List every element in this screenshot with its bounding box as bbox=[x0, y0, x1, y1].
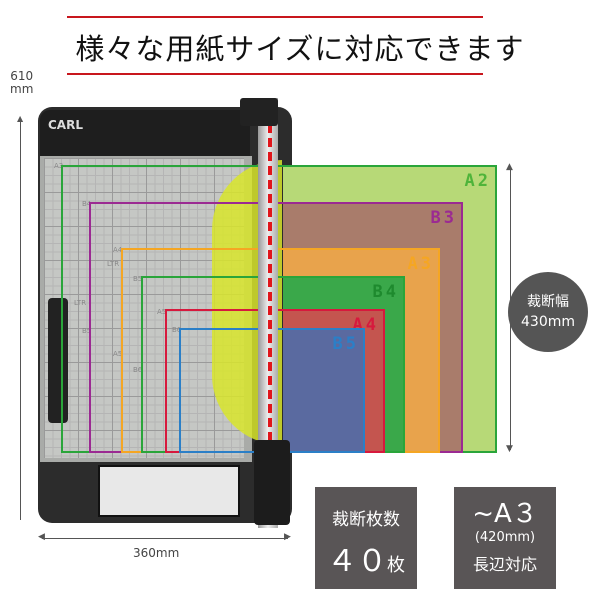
height-value: 610 bbox=[10, 69, 34, 83]
width-dimension: 360mm bbox=[133, 546, 180, 560]
capacity-unit: 枚 bbox=[387, 555, 405, 576]
mark-a4: A4 bbox=[113, 246, 123, 254]
arrow-left-icon: ◀ bbox=[38, 532, 45, 542]
paper-label-b5: B5 bbox=[332, 334, 359, 354]
max-length: (420mm) bbox=[474, 530, 536, 545]
arrow-right-icon: ▶ bbox=[284, 532, 291, 542]
spec-box-size: ~A３ (420mm) 長辺対応 bbox=[454, 487, 556, 589]
height-arrow bbox=[20, 118, 21, 520]
blade-slider[interactable] bbox=[254, 440, 290, 525]
paper-label-a2: A2 bbox=[464, 171, 491, 191]
long-edge-note: 長辺対応 bbox=[472, 555, 537, 574]
mark-b5-2: B5 bbox=[82, 327, 92, 335]
capacity-value: ４０ bbox=[327, 544, 387, 579]
cut-width-badge: 裁断幅 430mm bbox=[508, 272, 588, 352]
mark-ltr: LTR bbox=[107, 260, 120, 268]
mark-a5: A5 bbox=[157, 308, 167, 316]
paper-label-a3: A3 bbox=[407, 254, 434, 274]
arrow-up-icon: ▲ bbox=[506, 162, 513, 172]
width-arrow bbox=[42, 538, 288, 539]
cutting-board-grid bbox=[44, 158, 244, 458]
mark-b5: B5 bbox=[133, 275, 143, 283]
capacity-label: 裁断枚数 bbox=[332, 510, 400, 530]
cut-width-value: 430mm bbox=[521, 314, 575, 330]
height-unit: mm bbox=[10, 82, 34, 96]
arrow-down-icon: ▼ bbox=[506, 444, 513, 454]
mark-b6-2: B6 bbox=[133, 366, 143, 374]
paper-label-b3: B3 bbox=[430, 208, 457, 228]
paper-label-b4: B4 bbox=[372, 282, 399, 302]
rail-top-cap bbox=[240, 98, 278, 126]
height-dimension: 610 mm bbox=[10, 70, 33, 96]
mark-a5-2: A5 bbox=[113, 350, 123, 358]
paper-fill-b5 bbox=[283, 328, 365, 453]
top-rule bbox=[67, 16, 483, 18]
mark-b4: B4 bbox=[82, 200, 92, 208]
max-size: ~A３ bbox=[472, 499, 538, 529]
brand-logo: CARL bbox=[48, 118, 83, 132]
mark-ltr-2: LTR bbox=[74, 299, 87, 307]
arrow-up-icon: ▲ bbox=[17, 114, 24, 123]
cut-width-label: 裁断幅 bbox=[527, 294, 569, 310]
cut-line bbox=[268, 110, 272, 445]
paper-guide bbox=[48, 298, 68, 423]
cutter-head: CARL bbox=[40, 110, 250, 156]
spec-box-capacity: 裁断枚数 ４０枚 bbox=[315, 487, 417, 589]
mark-b6: B6 bbox=[172, 326, 182, 334]
bottom-rule bbox=[67, 73, 483, 75]
instruction-label bbox=[98, 465, 240, 517]
mark-a3: A3 bbox=[54, 162, 64, 170]
page-title: 様々な用紙サイズに対応できます bbox=[75, 32, 525, 66]
